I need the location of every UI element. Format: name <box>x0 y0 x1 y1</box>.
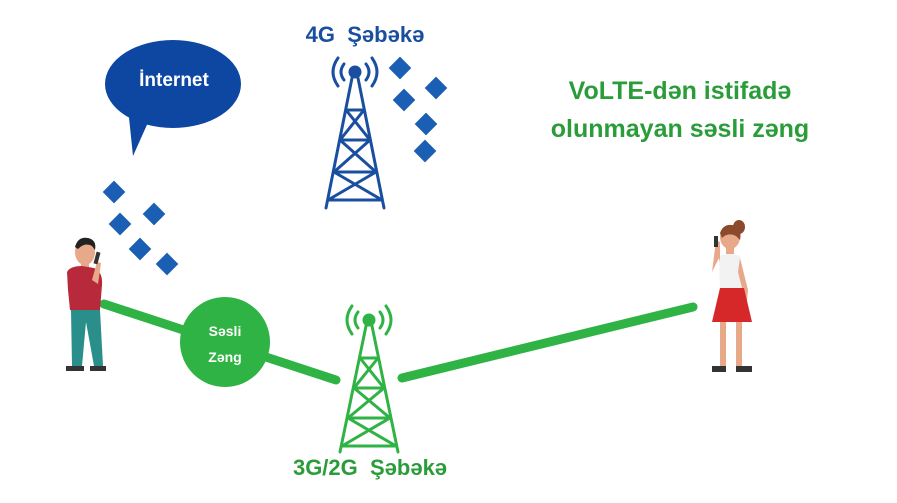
cell-tower-3g-icon <box>338 304 400 454</box>
data-packet-icon <box>102 180 179 276</box>
title-line-2: olunmayan səsli zəng <box>550 115 810 143</box>
voice-call-label-line-2: Zəng <box>208 349 242 365</box>
call-line-right <box>397 302 698 383</box>
title-line-1: VoLTE-dən istifadə <box>568 77 792 105</box>
network-4g-label: 4G Şəbəkə <box>305 22 425 47</box>
cell-tower-4g-icon <box>324 56 386 210</box>
voice-call-circle <box>180 297 270 387</box>
voice-call-label-line-1: Səsli <box>208 323 242 339</box>
data-packet-icon <box>388 56 448 163</box>
woman-on-phone-icon <box>712 220 752 372</box>
network-3g-label: 3G/2G Şəbəkə <box>292 455 448 480</box>
internet-label: İnternet <box>139 70 209 91</box>
speech-bubble-icon <box>105 40 241 156</box>
voice-call-label: Səsli Zəng <box>181 318 269 370</box>
diagram-title: VoLTE-dən istifadə olunmayan səsli zəng <box>520 72 840 148</box>
man-on-phone-icon <box>66 237 106 371</box>
